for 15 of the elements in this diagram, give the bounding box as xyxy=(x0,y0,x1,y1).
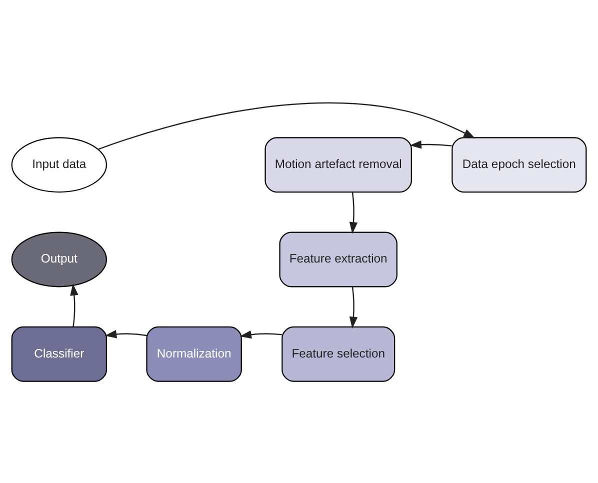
node-box: Data epoch selection xyxy=(452,136,587,192)
node-box: Classifier xyxy=(11,326,108,382)
node-box: Normalization xyxy=(146,326,242,382)
node-ellipse: Output xyxy=(11,231,108,287)
node-box: Feature extraction xyxy=(279,231,398,287)
arrow xyxy=(349,286,358,328)
node-ellipse: Input data xyxy=(11,136,108,192)
arrow xyxy=(98,102,476,150)
arrow xyxy=(349,192,358,234)
arrow xyxy=(70,283,78,326)
arrow xyxy=(104,330,147,338)
arrow xyxy=(240,330,282,338)
node-box: Feature selection xyxy=(282,326,396,382)
node-box: Motion artefact removal xyxy=(264,136,412,192)
arrow xyxy=(410,140,452,148)
